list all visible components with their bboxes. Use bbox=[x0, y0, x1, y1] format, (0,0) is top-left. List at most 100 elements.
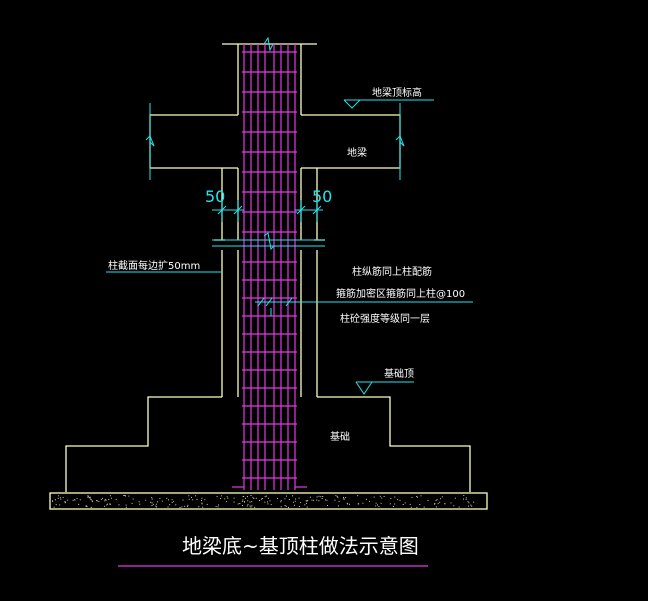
hatch-dot bbox=[242, 499, 244, 501]
hatch-dot bbox=[261, 498, 263, 499]
hatch-dot bbox=[233, 501, 235, 503]
rebar-note-2: 箍筋加密区箍筋同上柱@100 bbox=[336, 287, 465, 300]
hatch-dot bbox=[96, 500, 98, 502]
hatch-dot bbox=[115, 498, 117, 500]
hatch-dot bbox=[57, 497, 59, 499]
hatch-dot bbox=[280, 500, 282, 502]
hatch-dot bbox=[201, 502, 203, 504]
hatch-dot bbox=[259, 500, 260, 501]
hatch-dot bbox=[245, 497, 246, 499]
hatch-dot bbox=[78, 503, 80, 505]
hatch-dot bbox=[251, 505, 253, 507]
hatch-dot bbox=[216, 496, 218, 498]
hatch-dot bbox=[157, 501, 159, 503]
hatch-dot bbox=[89, 496, 91, 498]
hatch-dot bbox=[195, 495, 197, 497]
hatch-dot bbox=[286, 495, 287, 497]
hatch-dot bbox=[150, 501, 152, 503]
hatch-dot bbox=[224, 498, 226, 500]
hatch-dot bbox=[311, 499, 313, 501]
hatch-dot bbox=[306, 500, 308, 502]
hatch-dot bbox=[250, 495, 252, 496]
hatch-dot bbox=[337, 496, 339, 498]
hatch-dot bbox=[96, 500, 98, 501]
hatch-dot bbox=[243, 496, 245, 497]
hatch-dot bbox=[92, 500, 94, 502]
hatch-dot bbox=[453, 505, 455, 507]
hatch-dot bbox=[397, 499, 399, 501]
hatch-dot bbox=[125, 495, 126, 497]
hatch-dot bbox=[204, 499, 206, 501]
hatch-dot bbox=[440, 498, 442, 500]
hatch-dot bbox=[188, 495, 190, 497]
hatch-dot bbox=[184, 505, 186, 507]
hatch-dot bbox=[249, 505, 251, 507]
hatch-dot bbox=[277, 497, 278, 499]
hatch-dot bbox=[247, 500, 249, 502]
hatch-dot bbox=[241, 500, 243, 502]
hatch-dot bbox=[284, 498, 286, 500]
hatch-dot bbox=[108, 498, 110, 500]
concrete-note: 柱砼强度等级同一层 bbox=[340, 312, 430, 325]
hatch-dot bbox=[467, 501, 469, 503]
hatch-dot bbox=[55, 499, 56, 501]
hatch-dot bbox=[409, 503, 411, 505]
hatch-dot bbox=[249, 501, 251, 503]
hatch-dot bbox=[402, 504, 404, 505]
hatch-dot bbox=[280, 501, 282, 503]
hatch-dot bbox=[173, 500, 175, 502]
hatch-dot bbox=[155, 505, 157, 507]
hatch-dot bbox=[206, 503, 208, 505]
hatch-dot bbox=[410, 506, 412, 508]
hatch-dot bbox=[220, 498, 222, 499]
hatch-dot bbox=[125, 504, 127, 506]
hatch-dot bbox=[404, 502, 406, 504]
hatch-dot bbox=[270, 504, 272, 506]
hatch-dot bbox=[295, 498, 297, 500]
hatch-dot bbox=[288, 499, 290, 500]
hatch-dot bbox=[261, 498, 263, 500]
hatch-dot bbox=[247, 503, 249, 505]
hatch-dot bbox=[59, 504, 61, 506]
hatch-dot bbox=[337, 505, 339, 507]
hatch-dot bbox=[267, 501, 268, 503]
hatch-dot bbox=[167, 506, 169, 508]
dim-right-label: 50 bbox=[312, 187, 332, 206]
hatch-dot bbox=[411, 497, 413, 499]
hatch-dot bbox=[378, 506, 380, 508]
hatch-dot bbox=[250, 506, 252, 508]
hatch-dot bbox=[202, 506, 204, 508]
hatch-dot bbox=[58, 495, 60, 497]
hatch-dot bbox=[465, 497, 467, 499]
hatch-dot bbox=[175, 504, 177, 506]
hatch-dot bbox=[298, 497, 300, 499]
hatch-dot bbox=[316, 499, 318, 501]
hatch-dot bbox=[307, 499, 309, 501]
dimension-lines bbox=[106, 36, 473, 395]
hatch-dot bbox=[145, 499, 147, 501]
hatch-dot bbox=[288, 506, 289, 508]
hatch-dot bbox=[285, 505, 287, 507]
hatch-dot bbox=[156, 506, 158, 508]
hatch-dot bbox=[435, 500, 437, 501]
hatch-dot bbox=[90, 506, 92, 508]
hatch-dot bbox=[218, 504, 219, 506]
hatch-dot bbox=[436, 499, 438, 501]
stirrups bbox=[242, 51, 297, 479]
hatch-dot bbox=[123, 495, 125, 496]
hatch-dot bbox=[305, 500, 307, 502]
hatch-dot bbox=[67, 499, 69, 501]
hatch-dot bbox=[434, 503, 436, 505]
hatch-dot bbox=[55, 504, 57, 506]
hatch-dot bbox=[105, 499, 107, 501]
hatch-dot bbox=[254, 506, 256, 508]
hatch-dot bbox=[85, 505, 87, 507]
hatch-dot bbox=[255, 497, 257, 499]
hatch-dot bbox=[171, 499, 173, 501]
hatch-dot bbox=[64, 501, 66, 503]
hatch-dot bbox=[338, 501, 340, 502]
hatch-dot bbox=[243, 501, 245, 503]
hatch-dot bbox=[347, 503, 349, 505]
hatch-dot bbox=[463, 498, 464, 500]
